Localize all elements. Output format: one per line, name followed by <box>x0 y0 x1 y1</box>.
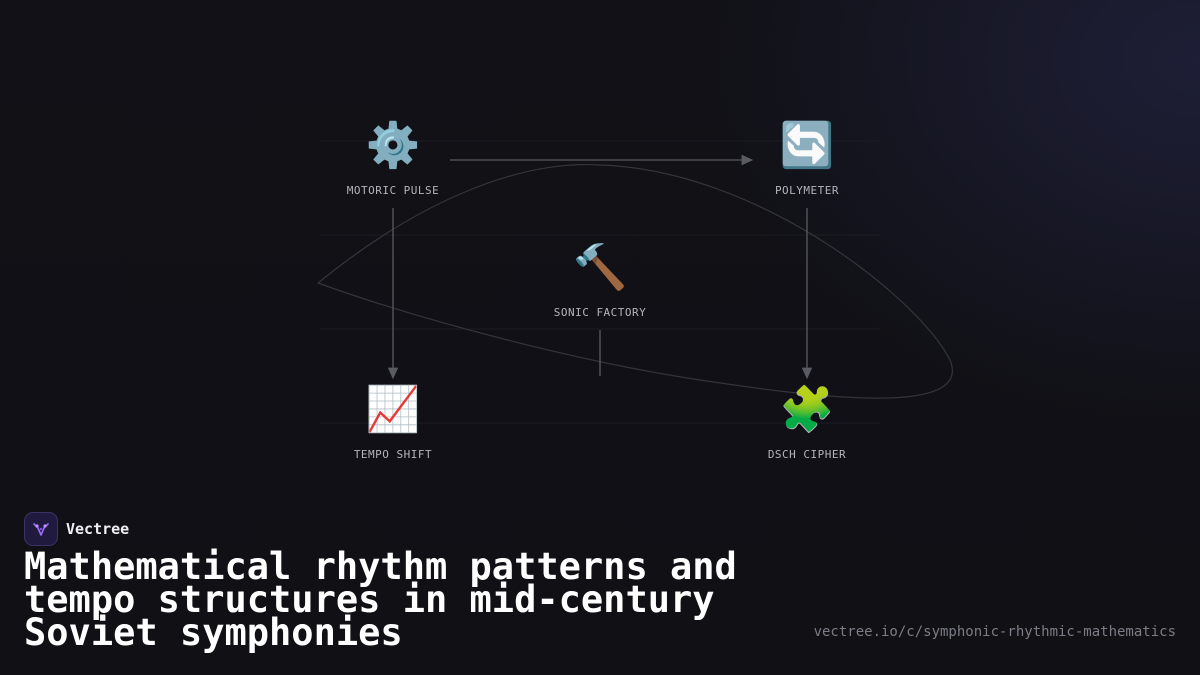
page-title: Mathematical rhythm patterns and tempo s… <box>24 545 737 654</box>
orbit-curve <box>316 163 953 399</box>
node-label: DSCH CIPHER <box>767 448 847 461</box>
chart-increasing-icon: 📈 <box>365 384 421 435</box>
vectree-logo-icon <box>24 512 58 546</box>
node-sonic-factory[interactable]: 🔨 SONIC FACTORY <box>530 242 670 319</box>
node-dsch-cipher[interactable]: 🧩 DSCH CIPHER <box>737 384 877 461</box>
cycle-arrows-icon: 🔄 <box>779 120 835 171</box>
brand-name: Vectree <box>66 520 130 538</box>
node-motoric-pulse[interactable]: ⚙️ MOTORIC PULSE <box>323 120 463 197</box>
grid-lines <box>320 140 880 424</box>
node-polymeter[interactable]: 🔄 POLYMETER <box>737 120 877 197</box>
node-label: MOTORIC PULSE <box>346 184 440 197</box>
gear-icon: ⚙️ <box>365 120 421 171</box>
hammer-icon: 🔨 <box>572 242 628 293</box>
brand[interactable]: Vectree <box>24 512 129 546</box>
puzzle-piece-icon: 🧩 <box>779 384 835 435</box>
page-url[interactable]: vectree.io/c/symphonic-rhythmic-mathemat… <box>813 624 1176 640</box>
node-label: SONIC FACTORY <box>553 306 647 319</box>
node-tempo-shift[interactable]: 📈 TEMPO SHIFT <box>323 384 463 461</box>
node-label: TEMPO SHIFT <box>353 448 433 461</box>
node-label: POLYMETER <box>774 184 840 197</box>
